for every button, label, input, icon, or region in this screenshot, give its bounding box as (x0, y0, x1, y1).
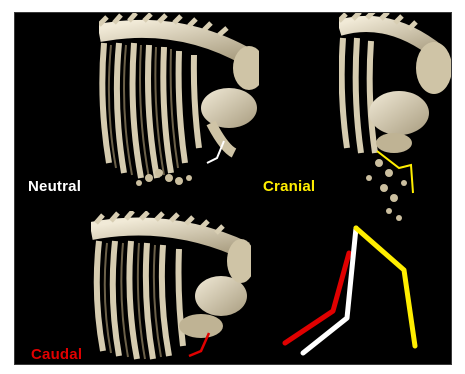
label-neutral: Neutral (28, 178, 81, 195)
caudal-line (285, 253, 349, 343)
ct-render-neutral (99, 13, 259, 188)
label-caudal: Caudal (31, 346, 82, 363)
angle-schematic (277, 218, 427, 363)
ct-render-caudal (91, 211, 251, 365)
neutral-line (303, 228, 356, 353)
label-cranial: Cranial (263, 178, 315, 195)
ct-comparison-slide: Neutral Cranial Caudal (14, 12, 452, 365)
ct-render-cranial (339, 13, 452, 228)
cranial-line (356, 228, 415, 346)
